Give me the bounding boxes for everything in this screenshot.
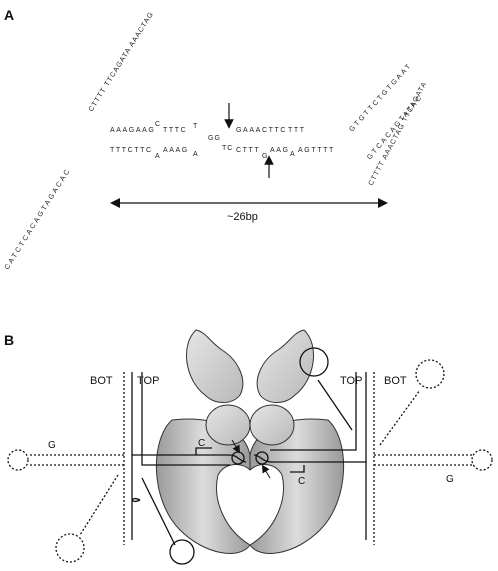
bottom-strand-seq-4: A <box>193 151 198 158</box>
dna-dotted-strands <box>7 359 493 563</box>
distance-arrow-left <box>110 198 120 208</box>
center-bases-bottom: TC <box>222 145 233 152</box>
label-bot-right: BOT <box>384 375 407 387</box>
bottom-strand-seq-2: A <box>155 153 160 160</box>
distance-label: ~26bp <box>227 211 258 223</box>
cleavage-arrow-left <box>231 439 241 454</box>
bottom-strand-seq-1: TTTCTTC <box>110 147 153 154</box>
center-bases-top: GG <box>208 135 221 142</box>
right-bottom-seq-1: CTTT <box>236 147 260 154</box>
label-top-right: TOP <box>340 375 362 387</box>
bottom-strand-seq-3: AAAG <box>163 147 189 154</box>
label-g-right: G <box>446 474 454 485</box>
protein-cavity <box>216 464 284 546</box>
right-bottom-seq-3: AAG <box>270 147 290 154</box>
right-top-seq-1: GAAA <box>236 127 262 134</box>
top-strand-seq-4: T <box>193 123 198 130</box>
protein-lobe-left <box>205 404 251 446</box>
right-top-seq-3: TTT <box>288 127 306 134</box>
protein-lobe-right <box>249 404 295 446</box>
protein-arm-right <box>256 329 315 403</box>
panel-a-label: A <box>4 7 14 23</box>
cleavage-arrow-right <box>261 464 271 479</box>
label-c-right: C <box>298 476 305 487</box>
label-c-left: C <box>198 438 205 449</box>
label-top-left: TOP <box>137 375 159 387</box>
label-g-left: G <box>48 440 56 451</box>
protein-arm-left <box>185 329 244 403</box>
left-tail-bottom-seq: CATCTCACAGTAGACAC <box>4 167 73 271</box>
distance-arrow-right <box>378 198 388 208</box>
right-bottom-seq-4: A <box>290 151 295 158</box>
left-hairpin-seq: CTTTT TTCAGATA AAACTAG <box>88 11 156 113</box>
right-bottom-seq-2: G <box>262 153 267 160</box>
top-strand-seq-2: C <box>155 121 160 128</box>
right-top-seq-2: CTTC <box>262 127 287 134</box>
top-strand-seq-3: TTTC <box>163 127 187 134</box>
top-strand-seq-1: AAAGAAG <box>110 127 155 134</box>
label-bot-left: BOT <box>90 375 113 387</box>
right-bottom-seq-5: AGTTTT <box>298 147 335 154</box>
panel-b-label: B <box>4 332 14 348</box>
